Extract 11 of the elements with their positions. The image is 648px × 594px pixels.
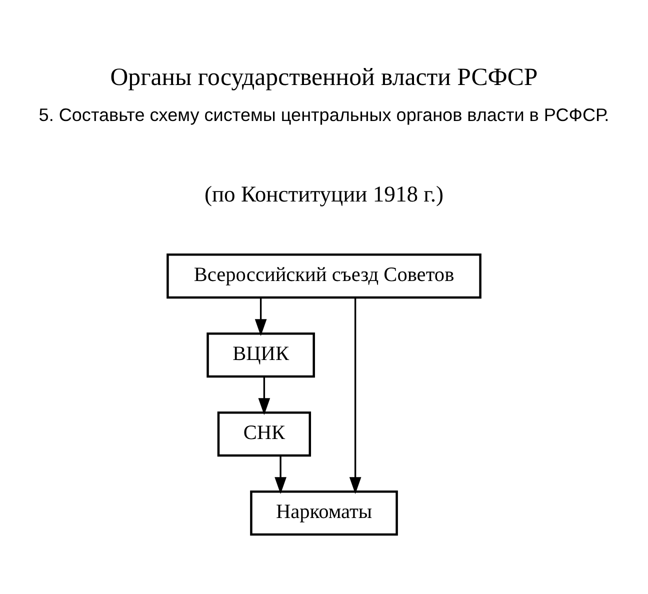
node-box: ВЦИК — [206, 332, 315, 378]
label: 5. Составьте схему системы центральных органов власти в РСФСР. — [38, 104, 610, 125]
node-box: Наркоматы — [250, 490, 398, 536]
node-box: Всероссийский съезд Советов — [166, 252, 482, 298]
arrow — [349, 297, 362, 494]
node-box: СНК — [217, 410, 312, 456]
arrow — [258, 376, 270, 415]
diagram-title: Органы государственной власти РСФСР — [110, 63, 538, 90]
label: (по Конституции 1918 г.) — [204, 181, 444, 206]
arrow — [254, 297, 267, 336]
arrow — [274, 455, 286, 494]
